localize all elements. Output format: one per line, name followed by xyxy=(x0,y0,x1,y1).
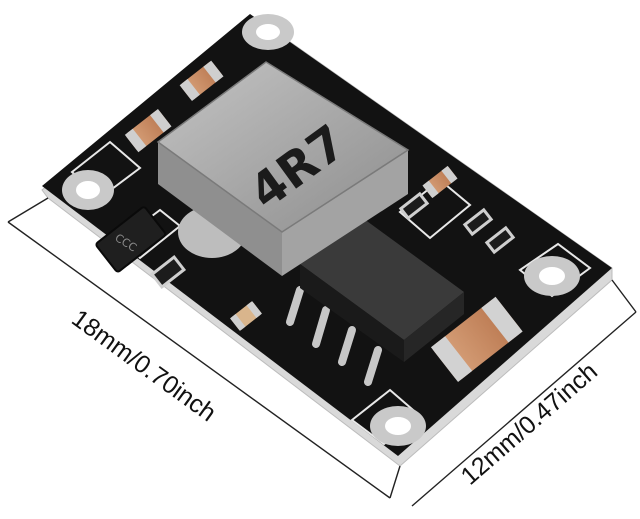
smd-resistors xyxy=(149,191,516,290)
small-capacitors xyxy=(124,60,458,331)
ic-pins xyxy=(286,286,382,386)
dimension-width xyxy=(411,279,637,507)
large-capacitor xyxy=(430,296,523,382)
sot-chip: CCC xyxy=(95,206,167,273)
mounting-pads xyxy=(62,14,580,446)
ic-package xyxy=(300,216,464,362)
inductor: 4R7 xyxy=(156,61,410,276)
length-label: 18mm/0.70inch xyxy=(66,304,221,427)
dimension-length xyxy=(7,197,401,499)
